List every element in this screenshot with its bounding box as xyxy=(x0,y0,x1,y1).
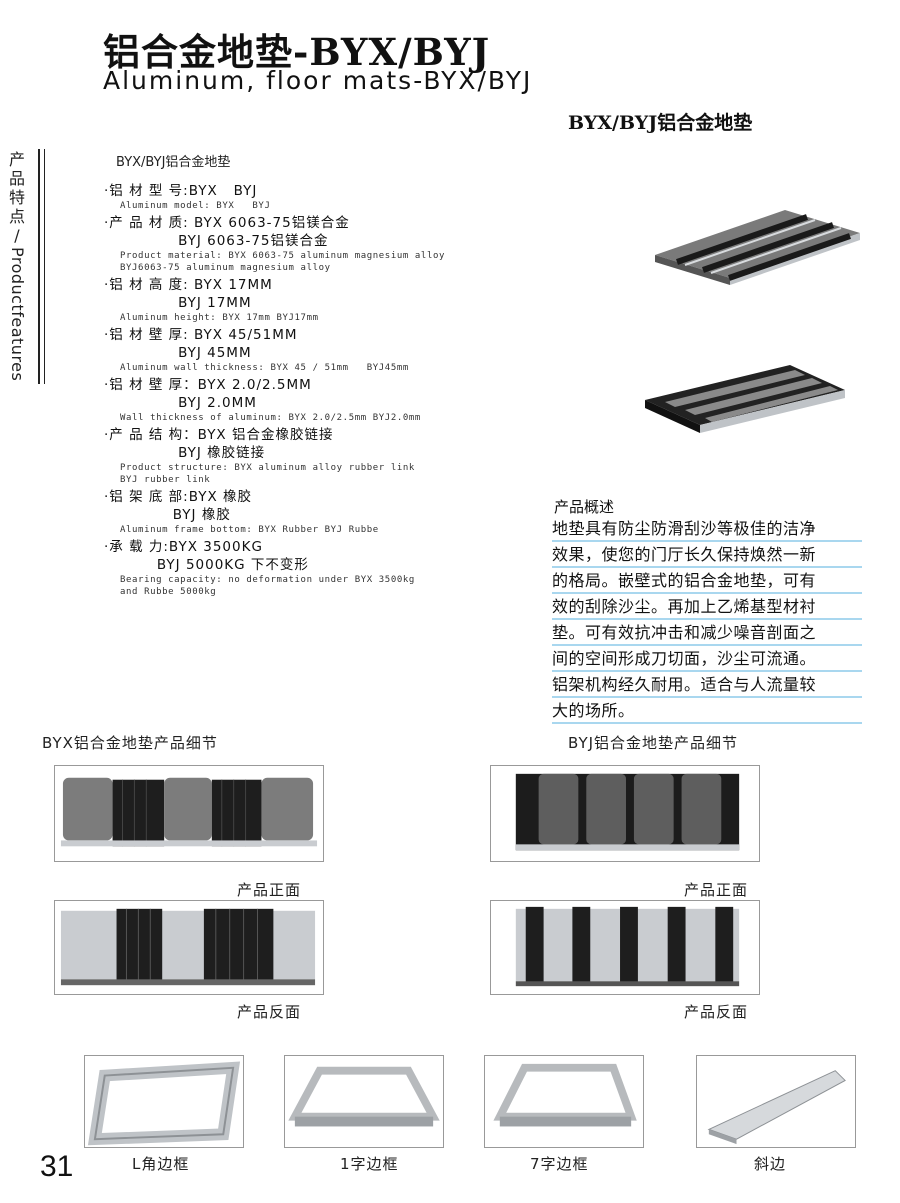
divider-line xyxy=(38,149,40,384)
spec-line-en: BYJ rubber link xyxy=(120,475,211,485)
frame-caption-straight: 1字边框 xyxy=(340,1155,399,1173)
bevel-edge-photo xyxy=(707,1070,846,1145)
section-label-cn-3: 点 xyxy=(8,207,25,226)
byx-back-photo xyxy=(60,908,316,986)
overview-line: 效的刮除沙尘。再加上乙烯基型材衬 xyxy=(552,594,862,620)
frame-image-bevel xyxy=(696,1055,856,1148)
spec-line: ·铝 材 壁 厚：BYX 2.0/2.5MM xyxy=(104,377,312,393)
spec-line: BYJ 橡胶链接 xyxy=(104,445,266,461)
seven-frame-photo xyxy=(493,1063,637,1127)
spec-item: ·产 品 结 构：BYX 铝合金橡胶链接 BYJ 橡胶链接 Product str… xyxy=(104,426,504,486)
spec-line-en: BYJ6063-75 aluminum magnesium alloy xyxy=(120,263,331,273)
section-label-en: Productfeatures xyxy=(8,247,27,382)
mat-image-byj xyxy=(645,365,845,433)
overview-line: 垫。可有效抗冲击和减少噪音剖面之 xyxy=(552,620,862,646)
byx-detail-title: BYX铝合金地垫产品细节 xyxy=(42,734,218,752)
frame-image-straight xyxy=(284,1055,444,1148)
section-label-cn-2: 特 xyxy=(8,188,25,207)
spec-line: ·承 载 力:BYX 3500KG xyxy=(104,539,263,555)
spec-line: ·铝 架 底 部:BYX 橡胶 xyxy=(104,489,253,505)
spec-line-en: Product material: BYX 6063-75 aluminum m… xyxy=(120,251,445,261)
page-title: 铝合金地垫-BYX/BYJ xyxy=(103,30,491,74)
byj-back-photo xyxy=(515,906,740,987)
spec-line: ·铝 材 型 号:BYX BYJ xyxy=(104,183,258,199)
spec-line-en: Aluminum wall thickness: BYX 45 / 51mm B… xyxy=(120,363,409,373)
overview-line: 间的空间形成刀切面，沙尘可流通。 xyxy=(552,646,862,672)
page-subtitle: Aluminum, floor mats-BYX/BYJ xyxy=(103,66,533,95)
spec-line: ·铝 材 壁 厚: BYX 45/51MM xyxy=(104,327,298,343)
l-angle-frame-photo xyxy=(87,1061,241,1146)
section-label-cn-1: 品 xyxy=(8,169,25,188)
product-image-byx xyxy=(645,205,860,305)
spec-item: ·铝 架 底 部:BYX 橡胶 BYJ 橡胶 Aluminum frame bot… xyxy=(104,488,504,536)
spec-line: BYJ 2.0MM xyxy=(104,395,257,411)
spec-item: ·承 载 力:BYX 3500KG BYJ 5000KG 下不变形 Bearing… xyxy=(104,538,504,598)
divider-line xyxy=(44,149,45,384)
spec-line: ·铝 材 高 度: BYX 17MM xyxy=(104,277,273,293)
spec-line-en: and Rubbe 5000kg xyxy=(120,587,217,597)
spec-item: ·铝 材 壁 厚: BYX 45/51MM BYJ 45MM Aluminum w… xyxy=(104,326,504,374)
byj-front-caption: 产品正面 xyxy=(684,881,749,899)
byx-front-photo xyxy=(60,777,318,847)
overview-title: 产品概述 xyxy=(554,498,615,516)
mat-image-byx xyxy=(655,210,860,285)
overview-line: 的格局。嵌壁式的铝合金地垫，可有 xyxy=(552,568,862,594)
spec-line: BYJ 45MM xyxy=(104,345,252,361)
spec-item: ·铝 材 型 号:BYX BYJ Aluminum model: BYX BYJ xyxy=(104,182,504,212)
section-label-cn-0: 产 xyxy=(8,150,25,169)
product-image-byj xyxy=(640,360,845,455)
page-number: 31 xyxy=(40,1150,74,1183)
byj-front-image xyxy=(490,765,760,862)
section-label: 产 品 特 点 / Productfeatures xyxy=(8,150,30,381)
byx-back-caption: 产品反面 xyxy=(237,1003,302,1021)
overview-line: 效果，使您的门厅长久保持焕然一新 xyxy=(552,542,862,568)
spec-line: BYJ 17MM xyxy=(104,295,252,311)
spec-line: BYJ 5000KG 下不变形 xyxy=(104,557,309,573)
spec-line-en: Aluminum frame bottom: BYX Rubber BYJ Ru… xyxy=(120,525,379,535)
spec-item: ·铝 材 壁 厚：BYX 2.0/2.5MM BYJ 2.0MM Wall thi… xyxy=(104,376,504,424)
section-label-cn-4: / xyxy=(14,226,20,245)
spec-item: ·铝 材 高 度: BYX 17MM BYJ 17MM Aluminum heig… xyxy=(104,276,504,324)
overview-text: 地垫具有防尘防滑刮沙等极佳的洁净效果，使您的门厅长久保持焕然一新的格局。嵌壁式的… xyxy=(552,516,862,724)
frame-image-l-angle xyxy=(84,1055,244,1148)
byx-front-image xyxy=(54,765,324,862)
overview-line: 铝架机构经久耐用。适合与人流量较 xyxy=(552,672,862,698)
frame-caption-l-angle: L角边框 xyxy=(132,1155,190,1173)
spec-line: BYJ 橡胶 xyxy=(104,507,231,523)
spec-line: ·产 品 结 构：BYX 铝合金橡胶链接 xyxy=(104,427,334,443)
byj-front-photo xyxy=(515,773,740,851)
spec-line-en: Wall thickness of aluminum: BYX 2.0/2.5m… xyxy=(120,413,421,423)
byx-back-image xyxy=(54,900,324,995)
byj-back-caption: 产品反面 xyxy=(684,1003,749,1021)
specs-heading: BYX/BYJ铝合金地垫 xyxy=(116,155,231,170)
frame-caption-bevel: 斜边 xyxy=(754,1155,787,1173)
spec-line: ·产 品 材 质: BYX 6063-75铝镁合金 xyxy=(104,215,350,231)
frame-image-seven xyxy=(484,1055,644,1148)
byj-detail-title: BYJ铝合金地垫产品细节 xyxy=(568,734,739,752)
spec-line-en: Bearing capacity: no deformation under B… xyxy=(120,575,415,585)
byx-front-caption: 产品正面 xyxy=(237,881,302,899)
frame-caption-seven: 7字边框 xyxy=(530,1155,589,1173)
product-heading: BYX/BYJ铝合金地垫 xyxy=(568,112,753,134)
spec-line-en: Product structure: BYX aluminum alloy ru… xyxy=(120,463,415,473)
byj-back-image xyxy=(490,900,760,995)
overview-line: 地垫具有防尘防滑刮沙等极佳的洁净 xyxy=(552,516,862,542)
overview-line: 大的场所。 xyxy=(552,698,862,724)
spec-item: ·产 品 材 质: BYX 6063-75铝镁合金 BYJ 6063-75铝镁合… xyxy=(104,214,504,274)
spec-line-en: Aluminum height: BYX 17mm BYJ17mm xyxy=(120,313,319,323)
spec-line: BYJ 6063-75铝镁合金 xyxy=(104,233,329,249)
straight-frame-photo xyxy=(288,1066,440,1127)
spec-line-en: Aluminum model: BYX BYJ xyxy=(120,201,271,211)
